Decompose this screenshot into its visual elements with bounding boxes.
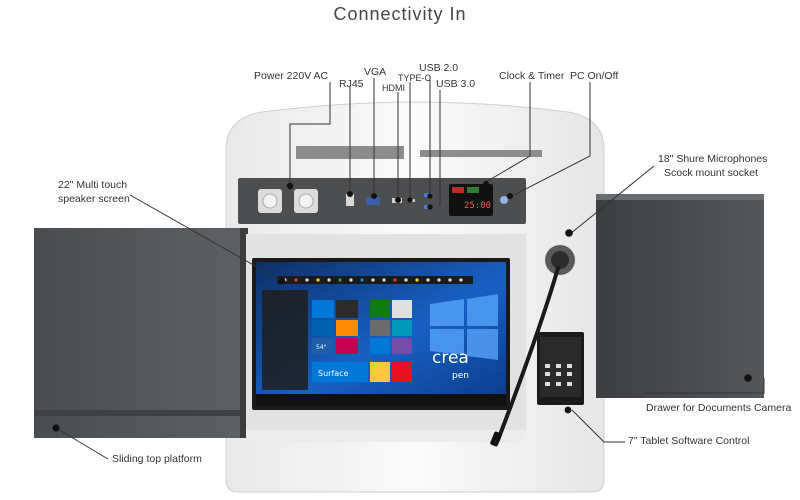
callout-lines (55, 76, 765, 460)
label-clock: Clock & Timer (499, 70, 565, 82)
start-tiles (312, 300, 412, 382)
label-screen-2: speaker screen (58, 193, 130, 205)
label-platform: Sliding top platform (112, 453, 202, 465)
top-slot-right (420, 150, 542, 157)
vga-port (366, 197, 380, 205)
weather-temp: 54° (316, 344, 327, 351)
start-menu (262, 290, 308, 390)
label-mic-2: Scock mount socket (664, 167, 758, 179)
right-wing (596, 194, 764, 398)
label-usb2: USB 2.0 (419, 62, 459, 74)
taskbar (256, 394, 506, 406)
callout-dots (52, 181, 752, 432)
screen-brand: crea (432, 348, 469, 368)
label-mic-1: 18" Shure Microphones (658, 153, 768, 165)
label-power: Power 220V AC (254, 70, 329, 82)
gooseneck-microphone (496, 266, 560, 442)
rj45-port (346, 194, 354, 206)
label-typec: TYPE-C (398, 73, 432, 83)
clock-time-text: 25:00 (464, 201, 491, 211)
label-rj45: RJ45 (339, 78, 364, 90)
label-drawer: Drawer for Documents Camera (646, 402, 792, 414)
pc-power-button (500, 196, 508, 204)
label-tablet: 7" Tablet Software Control (628, 435, 750, 447)
screen-brand-sub: pen (452, 371, 469, 381)
surface-tile-label: Surface (318, 369, 349, 378)
label-vga: VGA (364, 66, 387, 78)
label-usb3: USB 3.0 (436, 78, 476, 90)
windows-logo (430, 294, 498, 360)
left-wing (34, 228, 246, 438)
label-screen-1: 22" Multi touch (58, 179, 128, 191)
label-hdmi: HDMI (382, 83, 405, 93)
diagram-title: Connectivity In (333, 4, 467, 24)
label-pc: PC On/Off (570, 70, 619, 82)
